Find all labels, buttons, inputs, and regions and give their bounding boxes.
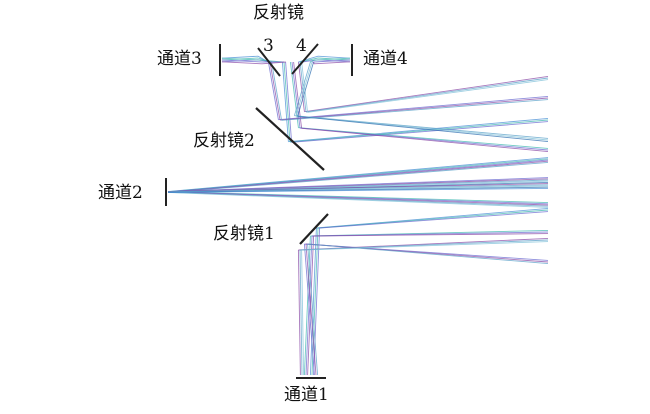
channel-1-rays-ray [297,249,301,376]
channel-4-rays-ray [313,57,351,61]
detectors [165,44,353,379]
mirror-2-rays-ray [301,127,549,153]
channel-1-rays-ray [299,249,303,376]
channel-3-rays-ray [221,61,263,65]
mirror-2-rays-ray [307,79,549,113]
channel-2-rays-ray [167,192,549,208]
channel-1-rays [297,207,549,376]
channel-1-rays-ray [311,227,319,376]
mirror-2-rays-ray [283,61,291,143]
channel-1-rays-ray [313,233,549,237]
channel-3-rays-ray [261,61,286,65]
mirror-2-rays-ray [297,61,305,112]
channel-1-rays-ray [309,227,317,376]
mirror-2-rays-ray [297,61,315,117]
mirror-2-rays-ray [295,61,313,117]
mirror-2-label: 反射镜2 [193,131,255,151]
mirror-2-rays-ray [281,99,549,121]
channel-2-label: 通道2 [98,183,143,203]
channel-1-rays-ray [305,243,317,376]
mirror-2-rays-ray [305,77,549,113]
channel-1-rays-ray [303,235,311,376]
mirror-2-rays-ray [288,117,549,143]
mirror-2-rays-ray [267,61,279,120]
channel-4-rays-ray [317,55,351,59]
channel-4-rays-ray [313,59,351,63]
channel-1-rays-ray [307,243,549,265]
channel-2-rays-ray [167,161,549,193]
channel-1-rays-ray [313,227,321,376]
channel-4-rays-ray [310,59,315,63]
mirror-2-rays-ray [281,61,289,142]
mirror-2-rays-ray [304,75,549,113]
mirror-1 [299,213,329,245]
channel-3-label: 通道3 [157,49,202,69]
mirror-2-rays-ray [293,61,303,129]
mirror-4-number: 4 [296,36,307,56]
channel-3-rays [221,55,286,65]
channel-1-label: 通道1 [284,385,329,405]
mirror-2-rays-ray [269,61,281,121]
channel-4-label: 通道4 [363,49,408,69]
mirror-2-rays [267,61,549,153]
mirror-2-rays-ray [297,115,549,143]
channel-1-rays-ray [303,243,315,376]
mirrors [255,43,329,245]
channel-2-rays [167,157,549,208]
mirror-2-rays-ray [289,119,549,143]
mirror-2-rays-ray [278,95,549,121]
mirror-2-rays-ray [293,61,311,116]
channel-3-rays-ray [221,57,263,61]
channel-1-rays-ray [301,241,549,251]
mirror-2-rays-ray [285,61,293,143]
mirror-top-label: 反射镜 [253,3,304,23]
mirror-1-label: 反射镜1 [213,224,275,244]
channel-4-rays-ray [298,55,319,63]
channel-2-rays-ray [167,187,549,193]
channel-3-rays-ray [221,59,263,63]
mirror-2-rays-ray [271,61,283,121]
channel-1-rays-ray [319,211,549,229]
channel-4-rays [298,55,351,65]
ray-bundles [167,55,549,376]
mirror-4 [291,43,319,75]
channel-3-rays-ray [221,55,259,59]
mirror-3-number: 3 [263,36,274,56]
channel-4-rays-ray [313,61,351,65]
mirror-3 [257,47,281,77]
channel-1-rays-ray [301,249,305,376]
mirror-2-rays-ray [279,97,549,121]
mirror-2-rays-ray [291,121,549,143]
channel-1-rays-ray [307,243,319,376]
mirror-2 [255,107,325,171]
